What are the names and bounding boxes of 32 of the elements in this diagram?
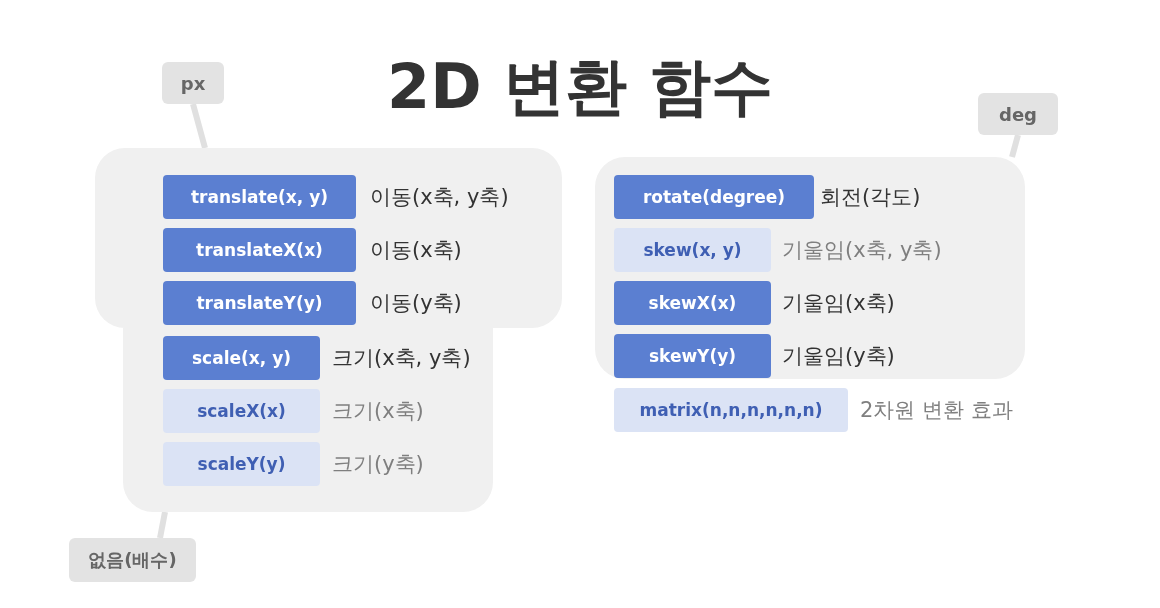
description-text: 크기(y축) (332, 451, 424, 478)
description-text: 크기(x축, y축) (332, 345, 471, 372)
unit-tag: px (162, 62, 224, 104)
function-label: skewX(x) (614, 281, 771, 325)
group-panel (123, 328, 493, 512)
leader-line (190, 103, 208, 149)
description-text: 이동(x축, y축) (370, 184, 509, 211)
function-label: translateY(y) (163, 281, 356, 325)
title: 2D 변환 함수 (387, 49, 773, 125)
description-text: 크기(x축) (332, 398, 424, 425)
description-text: 기울임(x축, y축) (782, 237, 942, 264)
function-label: translateX(x) (163, 228, 356, 272)
leader-line (157, 511, 168, 539)
function-label: skewY(y) (614, 334, 771, 378)
function-label: scale(x, y) (163, 336, 320, 380)
description-text: 회전(각도) (820, 184, 921, 211)
unit-tag: 없음(배수) (69, 538, 196, 582)
group-panel (595, 157, 1025, 379)
group-panel (95, 148, 562, 328)
function-label: rotate(degree) (614, 175, 814, 219)
function-label: translate(x, y) (163, 175, 356, 219)
description-text: 기울임(x축) (782, 290, 895, 317)
description-text: 이동(x축) (370, 237, 462, 264)
function-label: matrix(n,n,n,n,n,n) (614, 388, 848, 432)
function-label: scaleY(y) (163, 442, 320, 486)
description-text: 기울임(y축) (782, 343, 895, 370)
leader-line (1009, 134, 1021, 158)
unit-tag: deg (978, 93, 1058, 135)
function-label: scaleX(x) (163, 389, 320, 433)
description-text: 2차원 변환 효과 (860, 397, 1013, 424)
description-text: 이동(y축) (370, 290, 462, 317)
function-label: skew(x, y) (614, 228, 771, 272)
